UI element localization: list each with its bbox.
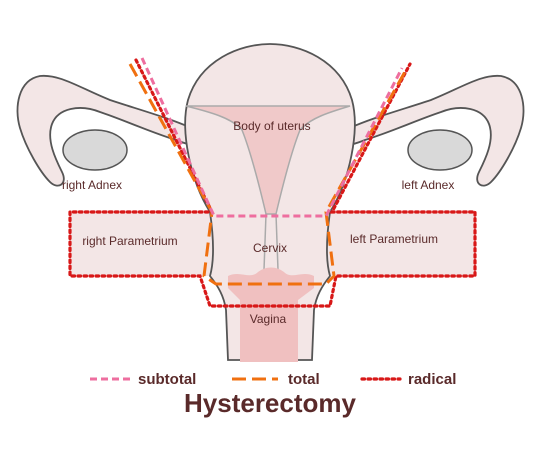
label-right-adnex: right Adnex xyxy=(62,178,122,192)
left-parametrium-region xyxy=(320,210,475,276)
cervical-canal-2 xyxy=(275,213,279,271)
label-vagina: Vagina xyxy=(250,312,287,326)
total-margin-line xyxy=(128,63,408,286)
cervical-canal xyxy=(263,213,267,271)
legend-total-label: total xyxy=(288,371,320,388)
radical-margin-line xyxy=(68,58,477,308)
label-cervix: Cervix xyxy=(253,241,287,255)
label-left-parametrium: left Parametrium xyxy=(350,232,438,246)
right-ovary xyxy=(62,129,128,171)
subtotal-margin-line xyxy=(140,57,404,218)
vaginal-canal xyxy=(228,267,314,362)
diagram-title: Hysterectomy xyxy=(184,388,357,418)
right-fallopian-tube xyxy=(16,75,202,187)
label-left-adnex: left Adnex xyxy=(402,178,455,192)
legend-radical-label: radical xyxy=(408,371,456,388)
left-ovary xyxy=(407,129,473,171)
right-parametrium-region xyxy=(70,210,220,276)
left-fallopian-tube xyxy=(339,75,525,187)
legend-subtotal-label: subtotal xyxy=(138,371,196,388)
label-right-parametrium: right Parametrium xyxy=(82,234,177,248)
label-body-of-uterus: Body of uterus xyxy=(233,119,310,133)
